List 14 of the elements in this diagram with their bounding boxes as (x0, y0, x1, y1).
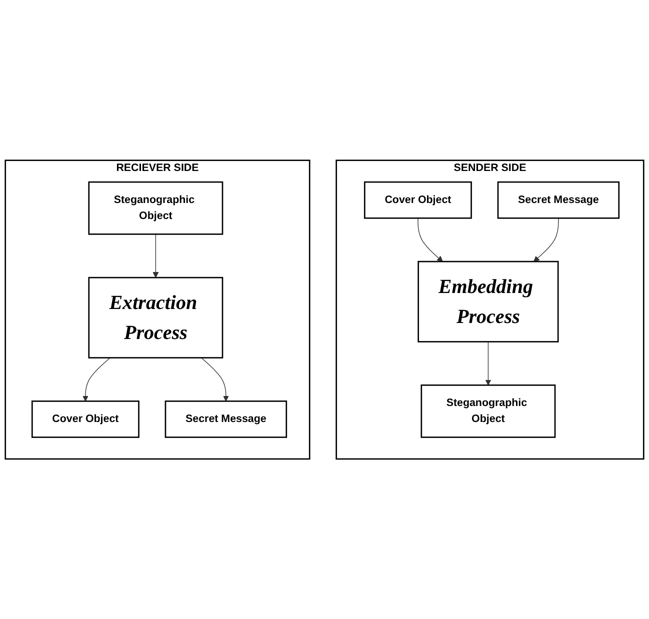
arrow (534, 218, 559, 262)
arrow (200, 357, 229, 402)
node-box: Secret Message (164, 400, 288, 438)
node-box: Steganographic Object (88, 181, 224, 235)
node-box: Steganographic Object (420, 384, 556, 438)
arrow (485, 341, 492, 386)
node-box: Secret Message (497, 181, 620, 219)
node-box: Cover Object (364, 181, 472, 219)
arrow (418, 218, 443, 262)
node-box: Embedding Process (418, 260, 559, 342)
node-box: Cover Object (31, 400, 140, 438)
node-box: Extraction Process (88, 276, 224, 358)
arrow (152, 234, 159, 278)
arrow (82, 357, 110, 402)
